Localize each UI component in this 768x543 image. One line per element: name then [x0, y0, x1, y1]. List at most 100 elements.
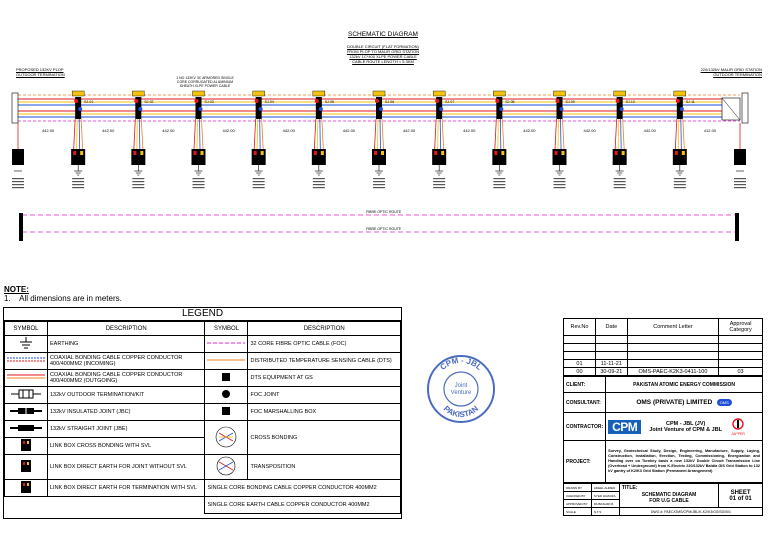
stamp-middle-2: Venture: [451, 390, 472, 396]
caption-line: [734, 181, 746, 183]
rev-category: 03: [718, 367, 763, 376]
caption-line: [12, 184, 24, 186]
joint-label: SJ-03: [204, 100, 214, 104]
legend-header-description: DESCRIPTION: [46, 321, 206, 336]
legend-desc: LINK BOX DIRECT EARTH FOR TERMINATION WI…: [46, 479, 206, 497]
bonding-drop: [321, 118, 324, 150]
straight-joint-icon: [4, 420, 48, 438]
left-termination-line-1: PROPOSED 132KV PLOP: [16, 67, 64, 72]
sheet-number: 01 of 01: [729, 495, 752, 502]
dts-equip-icon: [204, 369, 249, 387]
link-box-terminal: [561, 151, 565, 155]
revision-row: 00 30-09-21 OMS-PAEC-K2K3-0411-100 03: [563, 367, 763, 376]
insulated-joint-icon: [4, 403, 48, 421]
joint-tag: [673, 90, 687, 97]
bonding-drop: [319, 118, 321, 150]
legend-row: LINK BOX CROSS BONDING WITH SVL: [4, 437, 401, 455]
bonding-drop: [377, 118, 379, 150]
link-box-terminal: [434, 151, 438, 155]
bonding-drop: [259, 118, 261, 150]
joint-dot: [138, 107, 143, 111]
contractor-cell: CPM CPM - JBL (JV) Joint Venture of CPM …: [605, 412, 763, 441]
bonding-drop: [73, 118, 76, 150]
caption-line: [553, 181, 566, 183]
legend-desc: DTS EQUIPMENT AT GS: [247, 369, 401, 387]
bay-length-label: 442.00: [523, 128, 536, 133]
stamp-bottom-text: PAKISTAN: [442, 404, 480, 419]
rev-comment: [626, 359, 720, 368]
caption-line: [72, 178, 85, 180]
legend-desc: 132kV INSULATED JOINT (JBC): [46, 403, 206, 421]
legend-header-row: SYMBOL DESCRIPTION SYMBOL DESCRIPTION: [4, 321, 401, 336]
caption-line: [252, 184, 265, 186]
caption-line: [613, 184, 626, 186]
bonding-drop: [313, 118, 317, 150]
schematic-subtitle-2: FROM PLOP TO MALIR GRID STATION: [346, 49, 420, 54]
caption-line: [72, 184, 85, 186]
joint-dot: [379, 107, 383, 111]
rev-header-category: Approval Category: [718, 318, 763, 336]
title-label: TITLE:: [621, 485, 638, 491]
cable-note-line-3: SHEATH XLPE POWER CABLE: [179, 84, 231, 88]
link-box-terminal: [133, 151, 137, 155]
joint-dot: [74, 99, 79, 103]
caption-line: [373, 187, 385, 189]
caption-line: [613, 178, 626, 180]
left-termination-label: PROPOSED 132KV PLOP OUTDOOR TERMINATION: [16, 67, 76, 77]
legend-row: SINGLE CORE EARTH CABLE COPPER CONDUCTOR…: [5, 496, 401, 514]
bonding-drop: [499, 118, 502, 150]
legend-desc: CROSS BONDING: [247, 420, 401, 455]
joint-tag: [553, 90, 566, 97]
bonding-drop: [138, 118, 141, 150]
scale-value: N.T.S: [590, 507, 620, 516]
caption-line: [132, 178, 145, 180]
foc-icon: [204, 335, 249, 353]
legend-desc: COAXIAL BONDING CABLE COPPER CONDUCTOR 4…: [46, 369, 206, 387]
coax-out-icon: [4, 369, 48, 387]
coax-in-icon: [4, 352, 48, 370]
bonding-drop: [682, 118, 685, 150]
svg-text:PAKISTAN: PAKISTAN: [442, 404, 480, 419]
caption-line: [433, 184, 446, 186]
earth-icon: [4, 335, 48, 353]
bonding-drop: [201, 118, 204, 150]
caption-line: [433, 178, 446, 180]
legend-desc: DISTRIBUTED TEMPERATURE SENSING CABLE (D…: [247, 352, 401, 370]
bonding-drop: [381, 118, 384, 150]
termination-link-box: [12, 149, 24, 165]
joint-tag: [432, 90, 446, 97]
caption-line: [734, 178, 746, 180]
joint-dot: [258, 107, 263, 111]
termination: [11, 92, 19, 124]
legend-desc: LINK BOX CROSS BONDING WITH SVL: [46, 437, 206, 455]
link-box-terminal: [374, 151, 377, 155]
joint-body: [75, 97, 82, 119]
joint-body: [135, 97, 142, 119]
joint-body: [195, 97, 202, 119]
joint-dot: [619, 107, 624, 111]
caption-line: [673, 181, 686, 183]
cable-note-line-1: 1 NO 132KV 3C ARMORED SINGLE: [176, 76, 234, 80]
bay-length-label: 412.00: [703, 128, 717, 133]
termination: [741, 92, 749, 124]
joint-body: [496, 97, 503, 119]
foc-joint-icon: [204, 386, 249, 404]
rev-date: 30-09-21: [594, 367, 628, 376]
link-box-terminal: [441, 151, 445, 155]
bay-length-label: 442.00: [162, 128, 175, 133]
joint-dot: [375, 99, 379, 103]
joint-label: SJ-11: [685, 100, 695, 104]
bonding-drop: [133, 118, 136, 150]
joint-dot: [555, 99, 560, 103]
joint-dot: [254, 99, 259, 103]
caption-line: [673, 178, 686, 180]
joint-dot: [134, 99, 139, 103]
link-box-icon: [4, 437, 48, 455]
joint-body: [616, 97, 623, 119]
fibre-route-label: FIBRE OPTIC ROUTE: [366, 210, 402, 214]
caption-line: [373, 178, 385, 180]
cross-bonding-icon: [204, 420, 249, 455]
caption-line: [12, 187, 24, 189]
legend-bottom-desc: SINGLE CORE EARTH CABLE COPPER CONDUCTOR…: [204, 496, 401, 514]
legend: LEGEND SYMBOL DESCRIPTION SYMBOL DESCRIP…: [3, 307, 402, 519]
